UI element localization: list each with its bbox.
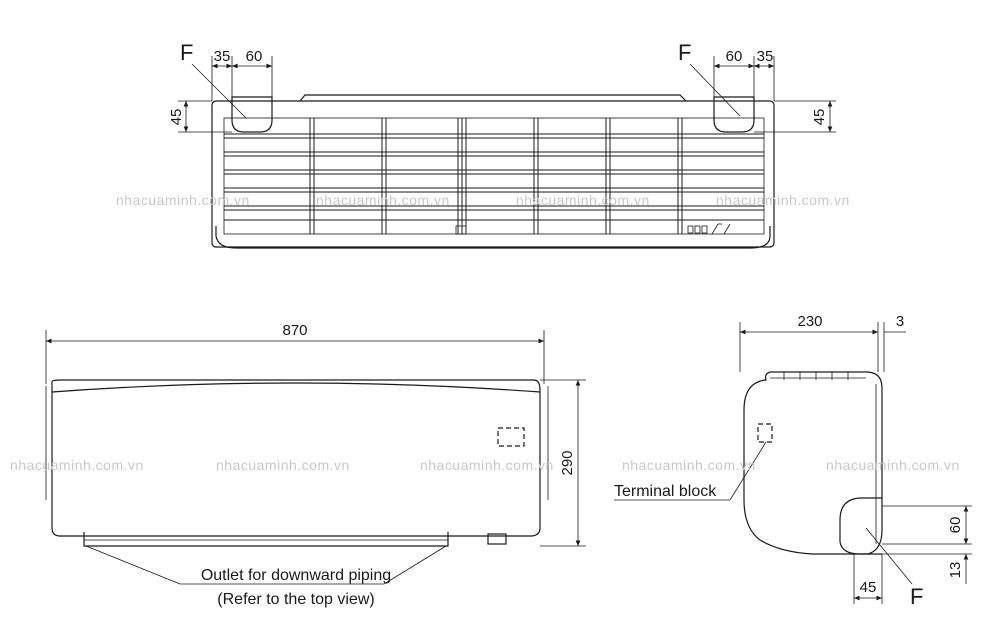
front-view-body — [51, 379, 541, 537]
top-view-front-base — [215, 226, 771, 249]
front-dim-870: 870 — [282, 322, 307, 339]
watermarks: nhacuaminh.com.vn nhacuaminh.com.vn nhac… — [10, 192, 960, 473]
side-dim-230: 230 — [797, 313, 822, 330]
top-view-f-cutout-right — [713, 96, 755, 133]
top-dim-35-left: 35 — [214, 48, 231, 65]
watermark-text: nhacuaminh.com.vn — [316, 192, 450, 208]
top-view-grille-frame — [223, 117, 765, 235]
front-view-top-curve — [51, 382, 541, 393]
watermark-text: nhacuaminh.com.vn — [216, 457, 350, 473]
watermark-text: nhacuaminh.com.vn — [516, 192, 650, 208]
top-view-f-cutout-left — [231, 96, 273, 133]
top-label-f-left: F — [180, 40, 193, 65]
top-view-rear-edge — [299, 94, 687, 102]
side-dim-13: 13 — [947, 562, 964, 579]
top-view-grille-columns — [309, 118, 683, 234]
watermark-text: nhacuaminh.com.vn — [716, 192, 850, 208]
watermark-text: nhacuaminh.com.vn — [116, 192, 250, 208]
side-dim-60: 60 — [947, 517, 964, 534]
side-view: 230 3 Terminal block 60 13 45 F — [614, 313, 972, 609]
side-dim-45: 45 — [860, 579, 877, 596]
watermark-text: nhacuaminh.com.vn — [10, 457, 144, 473]
side-view-f-cutout — [839, 497, 882, 555]
front-view: 870 290 Outlet for downward piping (Refe… — [45, 322, 586, 608]
watermark-text: nhacuaminh.com.vn — [826, 457, 960, 473]
side-view-terminal-marker — [757, 423, 773, 443]
top-dim-60-right: 60 — [726, 48, 743, 65]
front-view-drain-box — [487, 533, 507, 545]
watermark-text: nhacuaminh.com.vn — [420, 457, 554, 473]
side-label-f: F — [910, 584, 923, 609]
outlet-ref-label: (Refer to the top view) — [217, 591, 374, 608]
top-view: 35 60 F 45 60 35 F 45 — [168, 40, 836, 249]
top-dim-45-left: 45 — [168, 109, 185, 126]
side-view-top-ridges — [770, 372, 866, 380]
side-dim-3: 3 — [896, 313, 904, 330]
top-label-f-right: F — [678, 40, 691, 65]
top-dim-45-right: 45 — [811, 109, 828, 126]
top-view-body — [211, 100, 775, 248]
watermark-text: nhacuaminh.com.vn — [622, 457, 756, 473]
top-view-drain-detail — [455, 223, 731, 235]
terminal-block-label: Terminal block — [614, 483, 717, 500]
top-dim-60-left: 60 — [246, 48, 263, 65]
top-view-grille-bars — [224, 133, 764, 221]
front-view-bottom-skirt — [83, 532, 449, 547]
top-dim-35-right: 35 — [757, 48, 774, 65]
front-view-terminal-marker — [497, 427, 525, 447]
outlet-label: Outlet for downward piping — [201, 567, 391, 584]
front-dim-290: 290 — [559, 450, 576, 475]
